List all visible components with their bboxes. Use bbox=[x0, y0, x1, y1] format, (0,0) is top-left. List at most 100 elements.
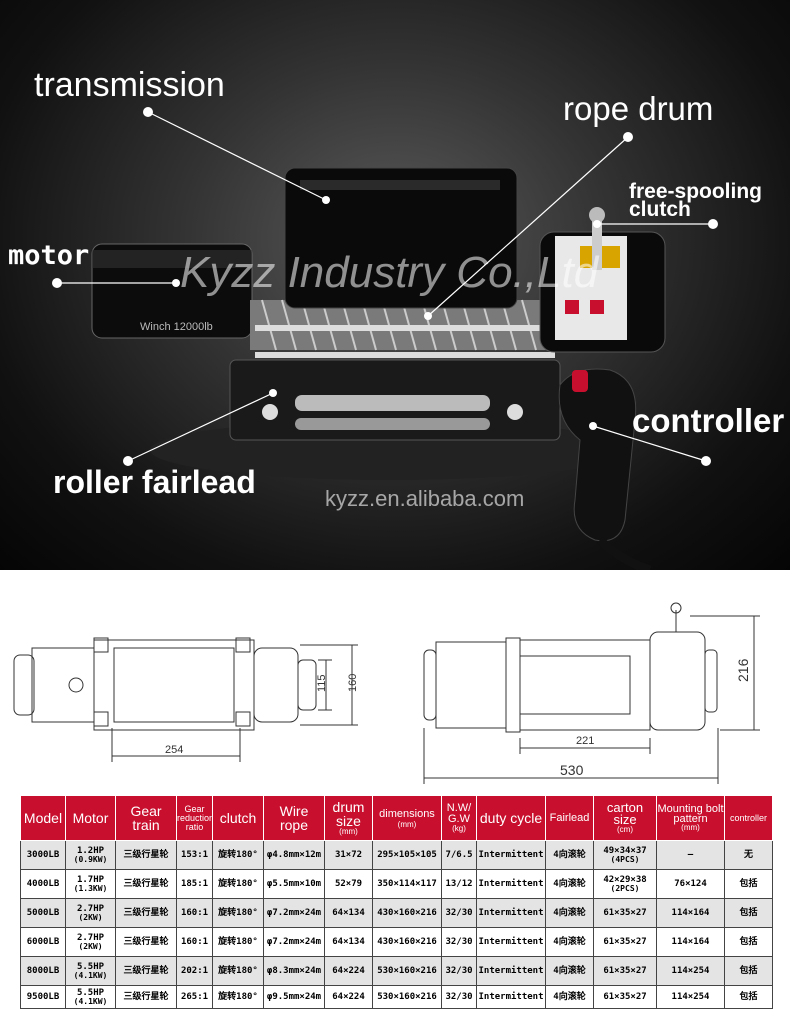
table-cell: 295×105×105 bbox=[372, 840, 442, 870]
table-cell: 旋转180° bbox=[212, 956, 264, 986]
cell-text: 61×35×27 bbox=[603, 991, 647, 1002]
cell-text: 旋转180° bbox=[218, 849, 258, 860]
cell-text: 4向滚轮 bbox=[553, 936, 586, 947]
dim-160: 160 bbox=[347, 674, 359, 692]
col-gear-train: Gear train bbox=[115, 795, 177, 841]
col-clutch: clutch bbox=[212, 795, 264, 841]
cell-text: Intermittent bbox=[478, 878, 544, 889]
table-cell: 三级行星轮 bbox=[115, 927, 177, 957]
winch-illustration: Winch 12000lb bbox=[91, 167, 666, 570]
table-cell: 包括 bbox=[724, 927, 773, 957]
cell-text: 1.2HP bbox=[76, 845, 105, 856]
table-cell: 6000LB bbox=[20, 927, 66, 957]
spec-table: Model Motor Gear train Gear reduction ra… bbox=[20, 795, 773, 1009]
cell-text: 64×224 bbox=[332, 991, 365, 1002]
cell-text: 160:1 bbox=[180, 907, 209, 918]
cell-text: 153:1 bbox=[180, 849, 209, 860]
cell-text: 114×254 bbox=[671, 965, 710, 976]
cell-text: φ4.8mm×12m bbox=[266, 849, 322, 860]
cell-text: 430×160×216 bbox=[377, 936, 437, 947]
cell-text: 114×164 bbox=[671, 936, 710, 947]
cell-text: 52×79 bbox=[334, 878, 363, 889]
table-cell: Intermittent bbox=[476, 898, 546, 928]
cell-text: 三级行星轮 bbox=[123, 936, 169, 947]
callout-free-spooling-line2: clutch bbox=[629, 198, 691, 221]
cell-text: 三级行星轮 bbox=[123, 965, 169, 976]
col-fairlead: Fairlead bbox=[545, 795, 594, 841]
table-cell: Intermittent bbox=[476, 956, 546, 986]
col-drum-size: drum size(mm) bbox=[324, 795, 373, 841]
table-cell: 153:1 bbox=[176, 840, 213, 870]
table-cell: 49×34×37(4PCS) bbox=[593, 840, 657, 870]
cell-text: 32/30 bbox=[445, 991, 473, 1002]
table-cell: 32/30 bbox=[441, 956, 477, 986]
table-cell: — bbox=[656, 840, 725, 870]
cell-text: 3000LB bbox=[26, 849, 60, 860]
table-cell: φ7.2mm×24m bbox=[263, 927, 325, 957]
table-cell: 114×254 bbox=[656, 985, 725, 1009]
dimension-drawings: 254 115 160 221 530 216 bbox=[13, 602, 760, 784]
table-cell: φ5.5mm×10m bbox=[263, 869, 325, 899]
cell-text: Intermittent bbox=[478, 936, 544, 947]
table-cell: 旋转180° bbox=[212, 927, 264, 957]
table-cell: 76×124 bbox=[656, 869, 725, 899]
cell-text: 4向滚轮 bbox=[553, 878, 586, 889]
table-cell: 三级行星轮 bbox=[115, 840, 177, 870]
cell-text: 三级行星轮 bbox=[123, 907, 169, 918]
table-cell: 4向滚轮 bbox=[545, 985, 594, 1009]
table-cell: 64×134 bbox=[324, 898, 373, 928]
cell-text: 无 bbox=[743, 849, 753, 860]
cell-text: 32/30 bbox=[445, 907, 473, 918]
table-cell: 4向滚轮 bbox=[545, 927, 594, 957]
table-cell: 2.7HP(2KW) bbox=[65, 898, 116, 928]
table-cell: 160:1 bbox=[176, 898, 213, 928]
table-cell: 32/30 bbox=[441, 898, 477, 928]
table-cell: 无 bbox=[724, 840, 773, 870]
table-cell: 8000LB bbox=[20, 956, 66, 986]
cell-text: (1.3KW) bbox=[73, 883, 108, 893]
table-cell: 5.5HP(4.1KW) bbox=[65, 956, 116, 986]
cell-text: 530×160×216 bbox=[377, 991, 437, 1002]
cell-text: 包括 bbox=[739, 907, 758, 918]
col-wire-rope: Wire rope bbox=[263, 795, 325, 841]
cell-text: 114×164 bbox=[671, 907, 710, 918]
dim-221: 221 bbox=[576, 735, 594, 747]
cell-text: (2KW) bbox=[78, 912, 103, 922]
table-cell: 3000LB bbox=[20, 840, 66, 870]
cell-text: 6000LB bbox=[26, 936, 60, 947]
table-cell: 包括 bbox=[724, 985, 773, 1009]
cell-text: 旋转180° bbox=[218, 965, 258, 976]
cell-text: 61×35×27 bbox=[603, 907, 647, 918]
cell-text: φ8.3mm×24m bbox=[266, 965, 322, 976]
table-cell: 1.7HP(1.3KW) bbox=[65, 869, 116, 899]
cell-text: 49×34×37 bbox=[603, 845, 647, 856]
cell-text: 61×35×27 bbox=[603, 936, 647, 947]
table-cell: 350×114×117 bbox=[372, 869, 442, 899]
callout-controller: controller bbox=[632, 402, 785, 439]
cell-text: φ7.2mm×24m bbox=[266, 907, 322, 918]
table-cell: 42×29×38(2PCS) bbox=[593, 869, 657, 899]
col-controller: controller bbox=[724, 795, 773, 841]
callout-free-spooling-clutch: free-spooling clutch bbox=[629, 181, 762, 221]
table-cell: 160:1 bbox=[176, 927, 213, 957]
website-text: kyzz.en.alibaba.com bbox=[325, 486, 525, 511]
cell-text: 旋转180° bbox=[218, 878, 258, 889]
table-cell: 旋转180° bbox=[212, 869, 264, 899]
table-cell: Intermittent bbox=[476, 985, 546, 1009]
table-cell: 1.2HP(0.9KW) bbox=[65, 840, 116, 870]
table-cell: 4向滚轮 bbox=[545, 869, 594, 899]
table-header-row: Model Motor Gear train Gear reduction ra… bbox=[20, 795, 773, 841]
cell-text: 64×224 bbox=[332, 965, 365, 976]
cell-text: φ9.5mm×24m bbox=[266, 991, 322, 1002]
cell-text: — bbox=[687, 849, 694, 860]
cell-text: 1.7HP bbox=[76, 874, 105, 885]
cell-text: 5.5HP bbox=[76, 961, 105, 972]
cell-text: 2.7HP bbox=[76, 932, 105, 943]
dim-530: 530 bbox=[560, 762, 584, 778]
cell-text: 295×105×105 bbox=[377, 849, 437, 860]
cell-text: 61×35×27 bbox=[603, 965, 647, 976]
col-weight: N.W/ G.W(kg) bbox=[441, 795, 477, 841]
table-cell: Intermittent bbox=[476, 869, 546, 899]
